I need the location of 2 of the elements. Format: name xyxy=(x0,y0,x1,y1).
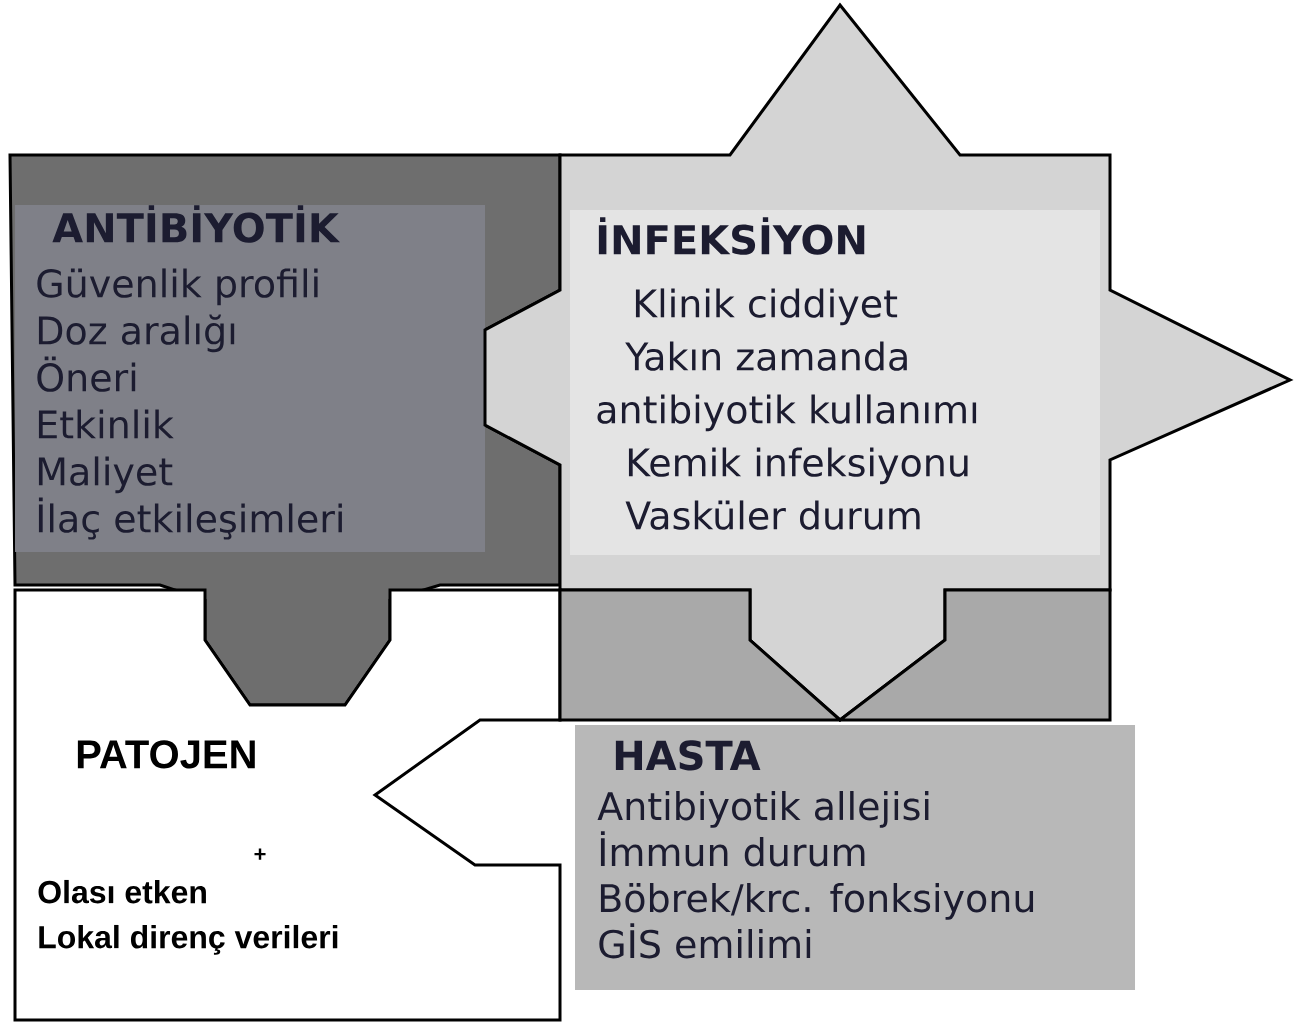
puzzle-piece: HASTA Antibiyotik allejisi İmmun durum Böbrek/krc. fonksiyonu GİS emilimi xyxy=(558,588,1135,990)
plus-sign: + xyxy=(254,848,266,860)
